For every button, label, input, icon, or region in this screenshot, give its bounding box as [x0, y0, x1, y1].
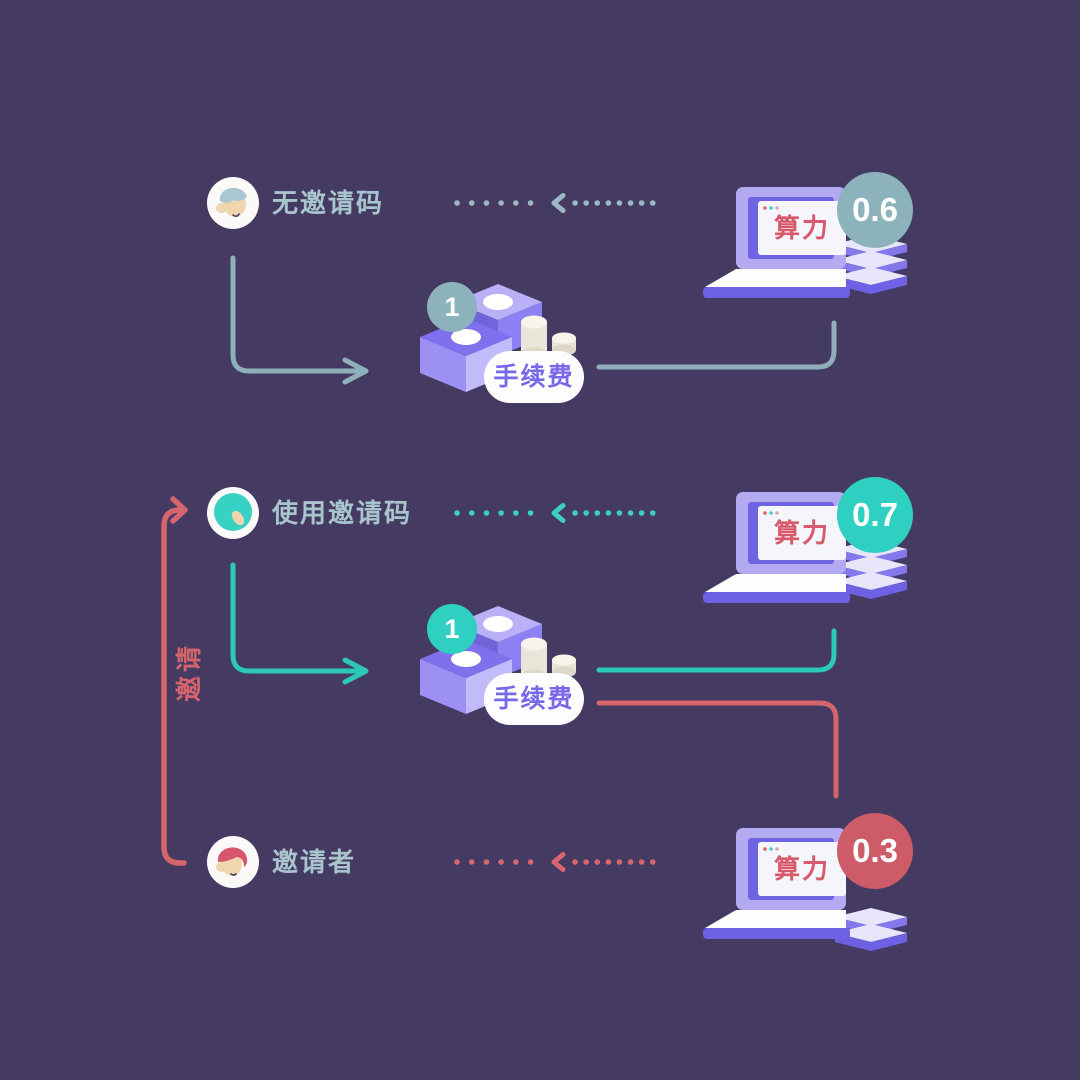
money-stack-icon [420, 606, 576, 714]
power-label-row2: 算力 [773, 518, 830, 548]
person-red-hair-icon [207, 836, 259, 888]
user-label-inviter: 邀请者 [272, 847, 357, 877]
chevron-left-icon [551, 193, 566, 213]
power-label-row1: 算力 [773, 213, 830, 243]
avatar-code-user [207, 487, 259, 539]
line-fee-to-inviter-laptop [596, 700, 839, 799]
avatar-inviter [207, 836, 259, 888]
avatar-no-code-user [207, 177, 259, 229]
arrow-user2-to-fee [230, 562, 369, 685]
power-value-badge-row2: 0.7 [837, 477, 913, 553]
fee-block-row2: 1 手续费 [420, 602, 596, 732]
fee-amount-badge-row1: 1 [427, 282, 477, 332]
dotted-connector-row3 [454, 852, 666, 872]
person-blue-hair-icon [207, 177, 259, 229]
laptop-icon [703, 828, 907, 951]
power-value-badge-row3: 0.3 [837, 813, 913, 889]
power-value-badge-row1: 0.6 [837, 172, 913, 248]
chevron-left-icon [551, 852, 566, 872]
fee-amount-badge-row2: 1 [427, 604, 477, 654]
invite-edge-label: 邀请 [174, 642, 204, 703]
line-laptop1-to-fee [596, 320, 837, 370]
fee-pill-row1: 手续费 [484, 351, 584, 403]
arrow-user1-to-fee [230, 255, 369, 385]
dotted-connector-row2 [454, 503, 666, 523]
person-teal-circle-icon [207, 487, 259, 539]
user-label-code-user: 使用邀请码 [272, 498, 413, 528]
window-dots-icon [763, 206, 779, 210]
chevron-left-icon [551, 503, 566, 523]
computer-row2: 算力 0.7 [703, 477, 913, 612]
user-label-no-code: 无邀请码 [272, 188, 385, 218]
fee-pill-row2: 手续费 [484, 673, 584, 725]
window-dots-icon [763, 511, 779, 515]
line-laptop2-to-fee [596, 628, 837, 673]
power-label-row3: 算力 [773, 854, 830, 884]
disk-stack-icon [835, 908, 907, 951]
computer-row1: 算力 0.6 [703, 172, 913, 307]
fee-block-row1: 1 手续费 [420, 280, 596, 410]
window-dots-icon [763, 847, 779, 851]
computer-row3: 算力 0.3 [703, 813, 913, 951]
laptop-icon [703, 187, 907, 298]
dotted-connector-row1 [454, 193, 666, 213]
